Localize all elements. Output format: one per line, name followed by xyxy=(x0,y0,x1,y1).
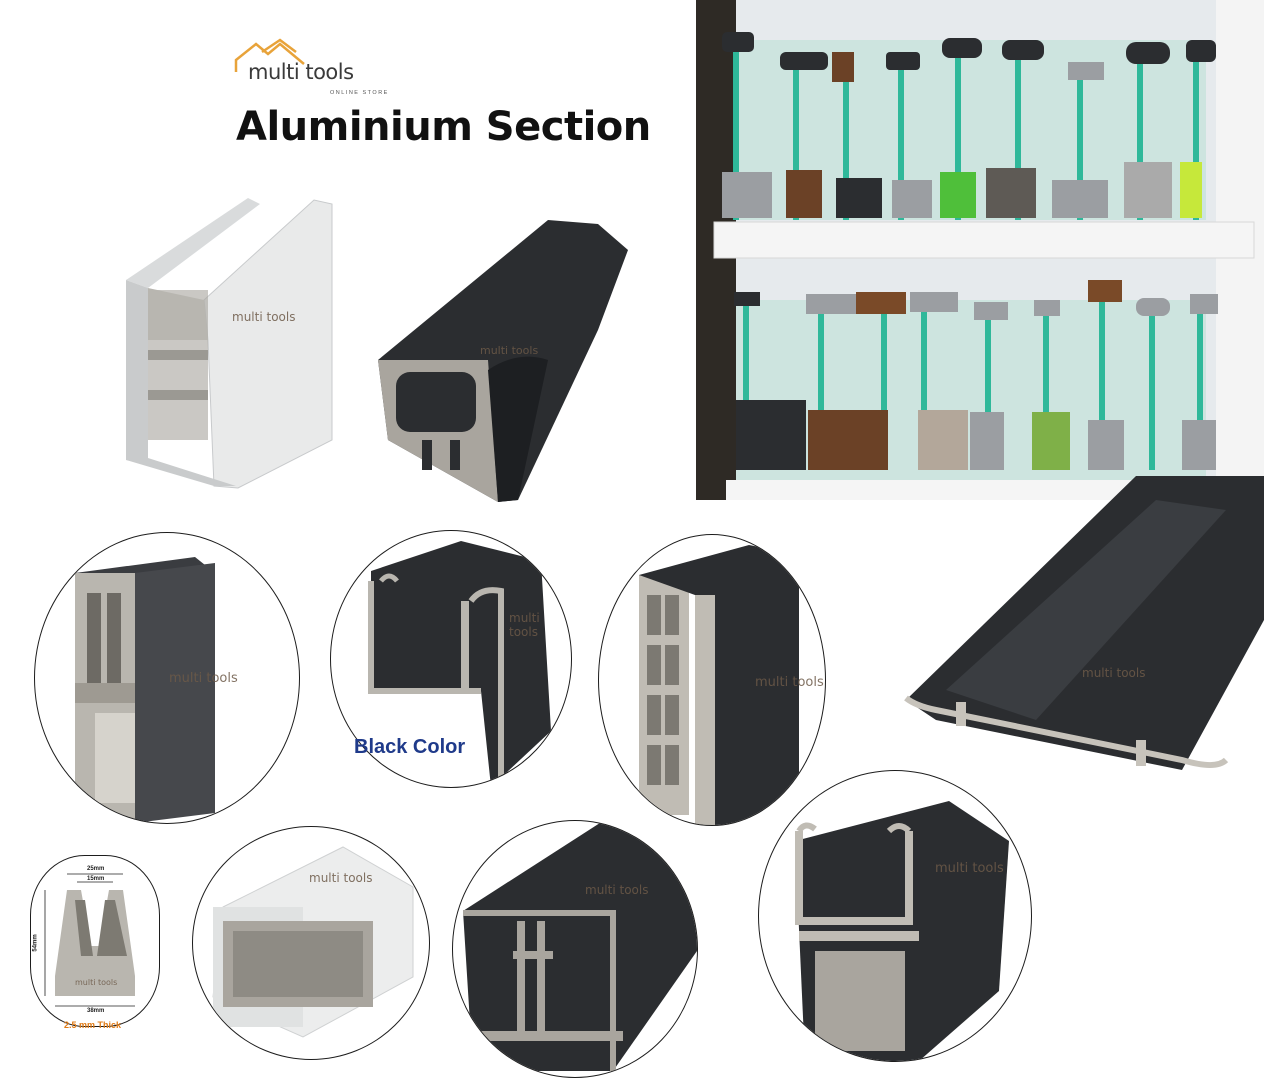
dimension-diagram: 25mm 15mm 54mm 38mm multi tools xyxy=(30,855,160,1027)
thickness-label: 2.5 mm Thick xyxy=(64,1020,122,1030)
black-color-label: Black Color xyxy=(354,736,466,758)
watermark: multi tools xyxy=(585,883,649,897)
brand-logo: multi tools ONLINE STORE xyxy=(232,38,392,108)
watermark: multi tools xyxy=(75,978,118,987)
profile-closeup-track: multi tools xyxy=(452,820,698,1078)
dim-top-width: 25mm xyxy=(87,866,105,872)
profile-closeup-1: multi tools xyxy=(34,532,300,824)
watermark: multi tools xyxy=(480,344,539,357)
profile-closeup-h: multi tools xyxy=(758,770,1032,1062)
black-profile-photo: multi tools xyxy=(368,210,658,510)
dim-base-width: 38mm xyxy=(87,1008,105,1014)
brand-subtitle: ONLINE STORE xyxy=(330,90,389,96)
watermark: multi tools xyxy=(309,871,373,885)
brand-name: multi tools xyxy=(248,60,354,84)
watermark: multi tools xyxy=(935,861,1004,876)
dim-inner-width: 15mm xyxy=(87,876,105,882)
watermark: multi tools xyxy=(232,310,296,324)
watermark: multi tools xyxy=(755,675,824,690)
profile-closeup-white-box: multi tools xyxy=(192,826,430,1060)
watermark: multi tools xyxy=(169,671,238,686)
dim-height: 54mm xyxy=(32,934,39,952)
profile-closeup-3: multi tools xyxy=(598,534,826,826)
watermark: multi tools xyxy=(1082,666,1146,680)
page-title: Aluminium Section xyxy=(236,104,651,150)
watermark: multi tools xyxy=(509,611,540,639)
house-roof-icon xyxy=(234,38,305,72)
white-profile-photo: multi tools xyxy=(118,190,348,490)
flat-profile-photo: multi tools xyxy=(886,470,1264,800)
display-shelf-photo xyxy=(696,0,1264,500)
profile-closeup-black: multi tools xyxy=(330,530,572,788)
